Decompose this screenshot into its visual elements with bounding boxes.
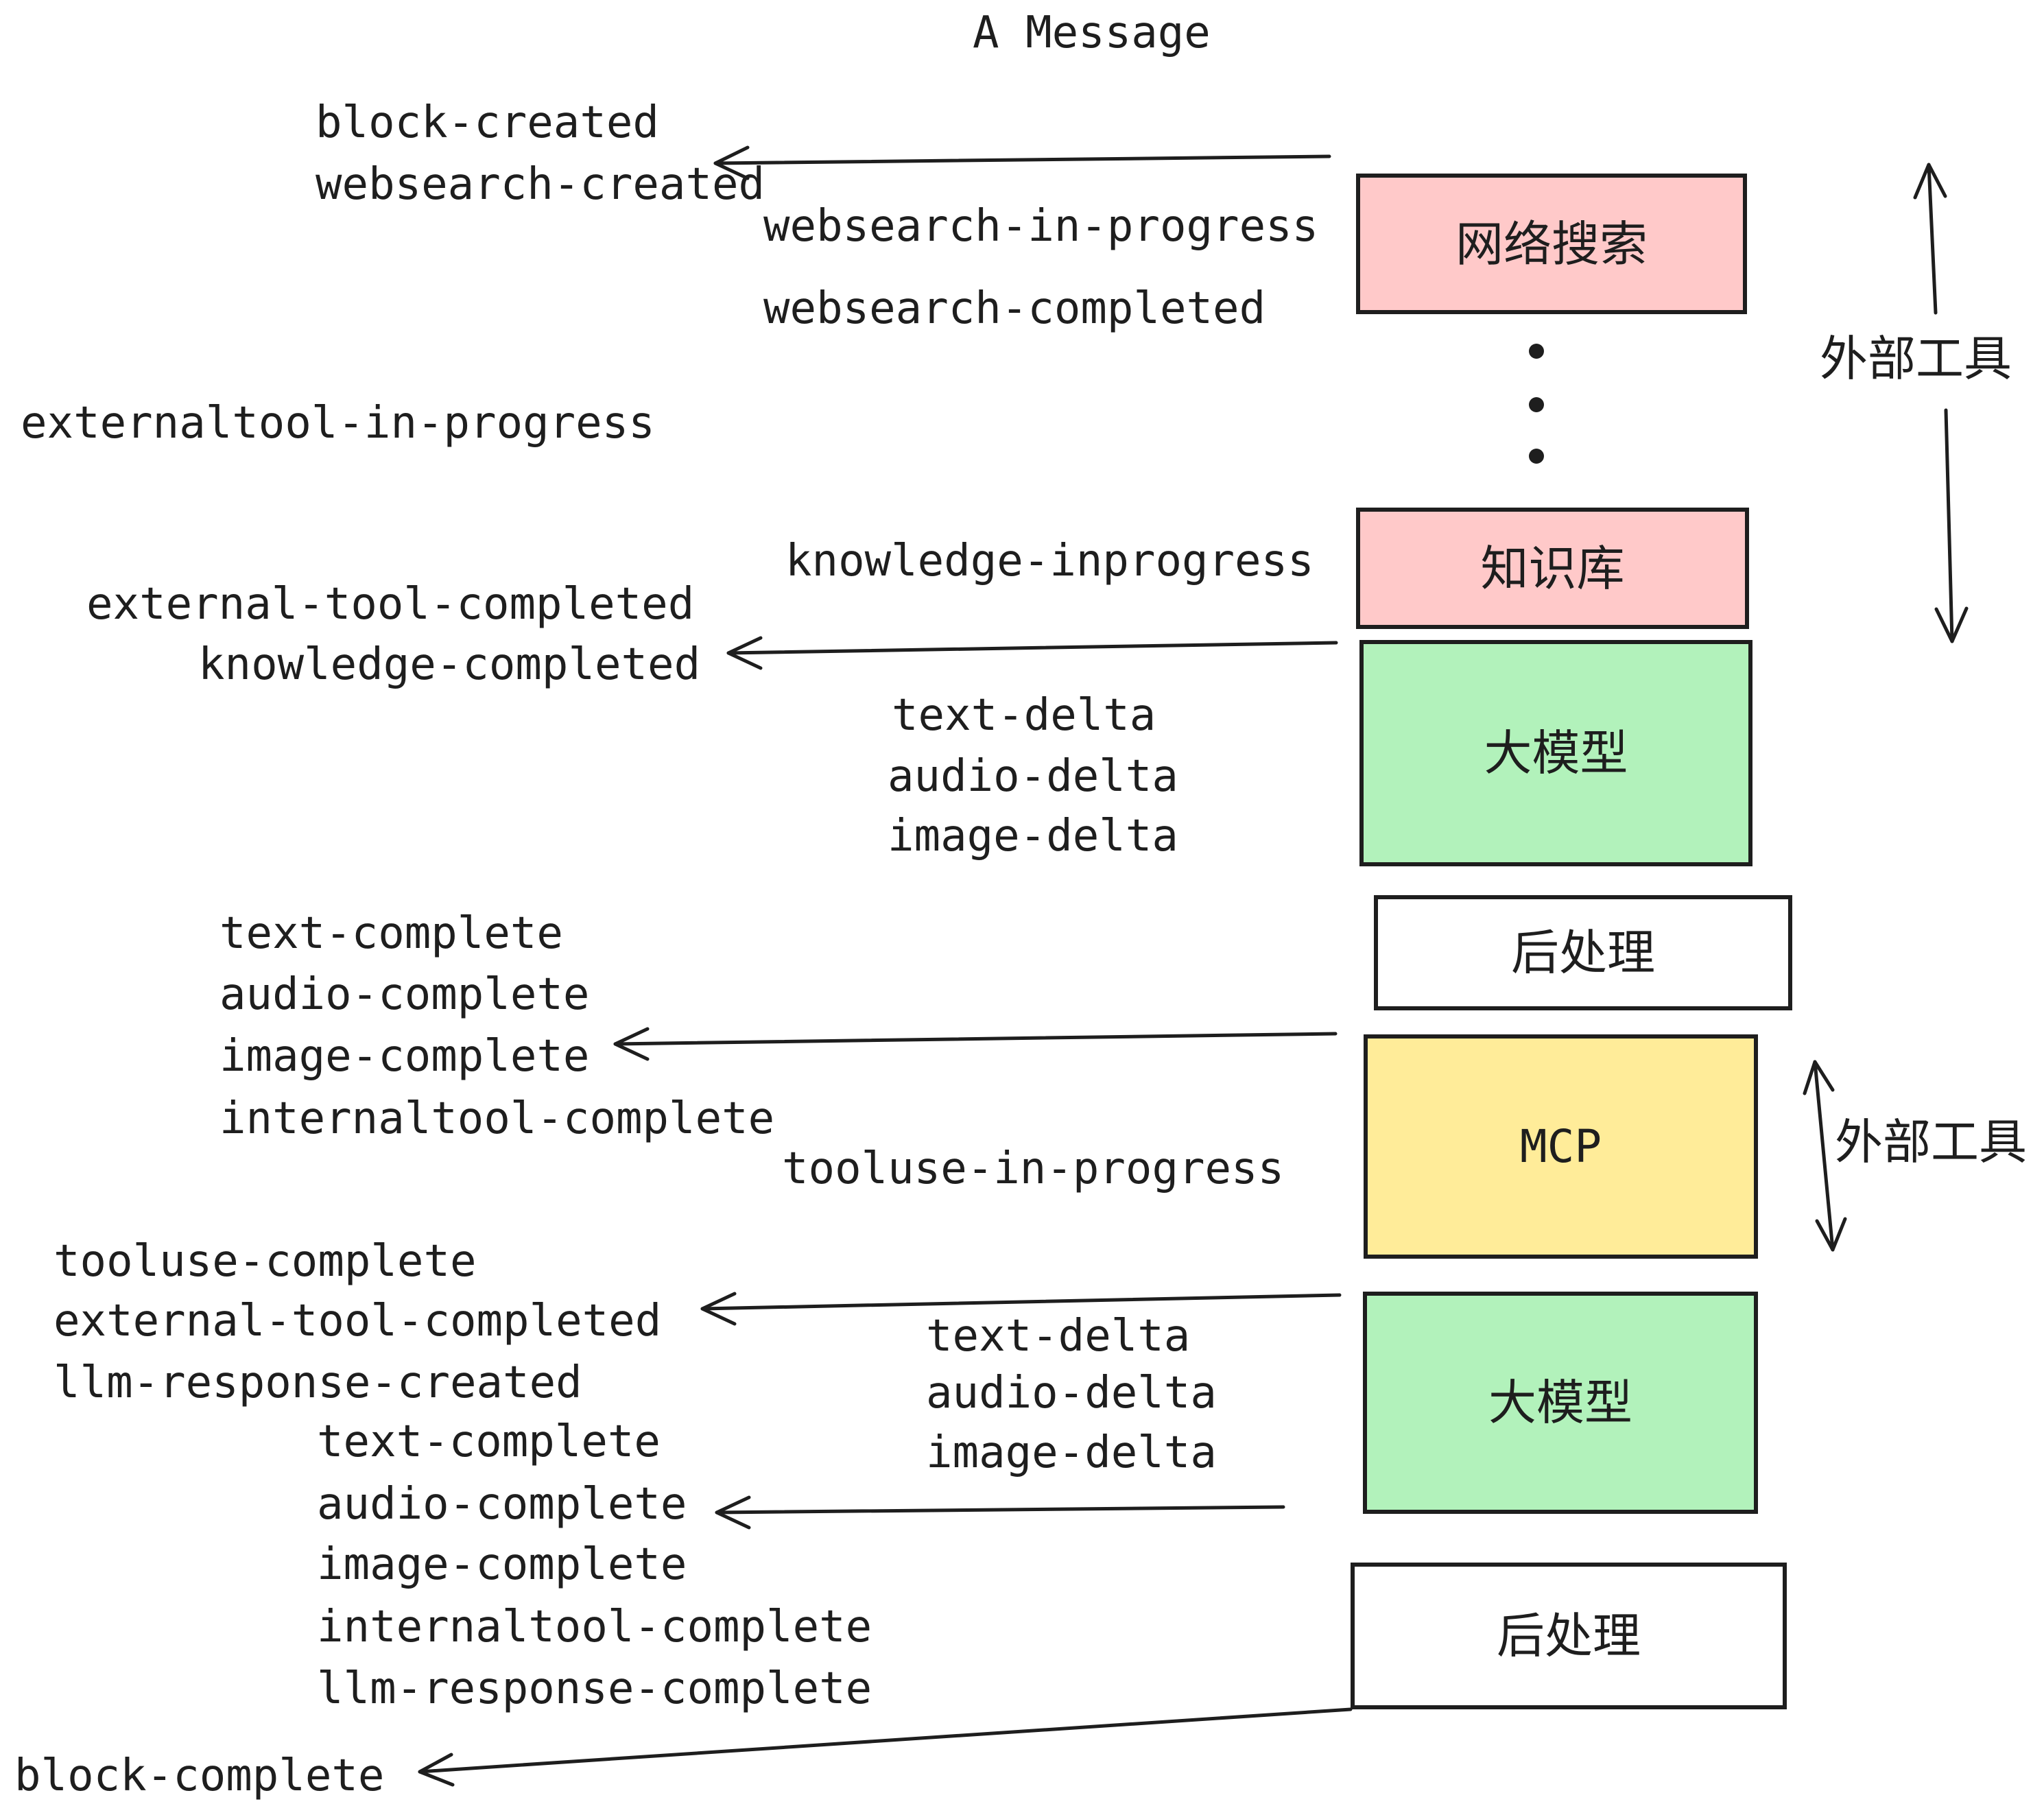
- box-post-process-1: 后处理: [1374, 895, 1792, 1010]
- event-audio-complete-2: audio-complete: [317, 1479, 687, 1530]
- event-image-complete-2: image-complete: [317, 1539, 687, 1590]
- external-tools-annotation-top: 外部工具: [1820, 331, 2012, 387]
- event-externaltool-in-progress: externaltool-in-progress: [21, 398, 655, 449]
- page-title: A Message: [973, 8, 1211, 58]
- event-llm-response-complete: llm-response-complete: [317, 1663, 872, 1714]
- event-knowledge-inprogress: knowledge-inprogress: [785, 536, 1314, 586]
- event-internaltool-complete-1: internaltool-complete: [219, 1093, 775, 1144]
- event-tooluse-in-progress: tooluse-in-progress: [782, 1143, 1285, 1194]
- event-audio-delta-2: audio-delta: [926, 1368, 1217, 1419]
- box-mcp-label: MCP: [1519, 1119, 1602, 1173]
- box-post-process-2-label: 后处理: [1497, 1608, 1641, 1664]
- event-llm-response-created: llm-response-created: [54, 1357, 582, 1408]
- box-llm-2-label: 大模型: [1488, 1375, 1632, 1431]
- event-text-delta-1: text-delta: [892, 690, 1156, 741]
- event-websearch-completed: websearch-completed: [763, 283, 1266, 334]
- event-block-complete: block-complete: [14, 1750, 385, 1801]
- box-llm-1: 大模型: [1359, 640, 1752, 866]
- event-image-delta-2: image-delta: [926, 1427, 1217, 1478]
- event-external-tool-completed-1: external-tool-completed: [86, 579, 695, 630]
- event-external-tool-completed-2: external-tool-completed: [54, 1296, 662, 1346]
- event-text-complete-2: text-complete: [317, 1416, 661, 1467]
- box-knowledge-base-label: 知识库: [1480, 540, 1625, 597]
- external-tools-annotation-mcp: 外部工具: [1835, 1114, 2027, 1170]
- event-audio-complete-1: audio-complete: [219, 969, 590, 1020]
- box-web-search: 网络搜索: [1356, 174, 1747, 314]
- box-llm-2: 大模型: [1363, 1292, 1758, 1514]
- event-internaltool-complete-2: internaltool-complete: [317, 1602, 872, 1652]
- arrow-llm-complete: [715, 1495, 1285, 1530]
- event-audio-delta-1: audio-delta: [888, 751, 1178, 802]
- box-post-process-2: 后处理: [1351, 1563, 1787, 1709]
- box-knowledge-base: 知识库: [1356, 508, 1749, 629]
- event-block-created: block-created: [316, 97, 659, 148]
- box-mcp: MCP: [1364, 1034, 1758, 1259]
- event-tooluse-complete: tooluse-complete: [54, 1236, 477, 1287]
- arrow-block-complete: [418, 1707, 1353, 1787]
- box-post-process-1-label: 后处理: [1511, 925, 1655, 981]
- event-websearch-created: websearch-created: [316, 159, 765, 210]
- ellipsis-dots: [1529, 344, 1544, 464]
- arrow-internal-complete: [613, 1027, 1338, 1061]
- external-tools-span-arrow-top: [1913, 163, 1969, 643]
- event-image-complete-1: image-complete: [219, 1031, 590, 1082]
- event-knowledge-completed: knowledge-completed: [198, 639, 701, 690]
- box-llm-1-label: 大模型: [1484, 725, 1628, 781]
- event-text-delta-2: text-delta: [926, 1311, 1191, 1362]
- box-web-search-label: 网络搜索: [1455, 215, 1648, 272]
- arrow-block-websearch-created: [713, 145, 1331, 180]
- arrow-knowledge-completed: [726, 636, 1338, 670]
- event-text-complete-1: text-complete: [219, 908, 563, 959]
- event-websearch-in-progress: websearch-in-progress: [763, 201, 1319, 252]
- event-image-delta-1: image-delta: [888, 811, 1178, 862]
